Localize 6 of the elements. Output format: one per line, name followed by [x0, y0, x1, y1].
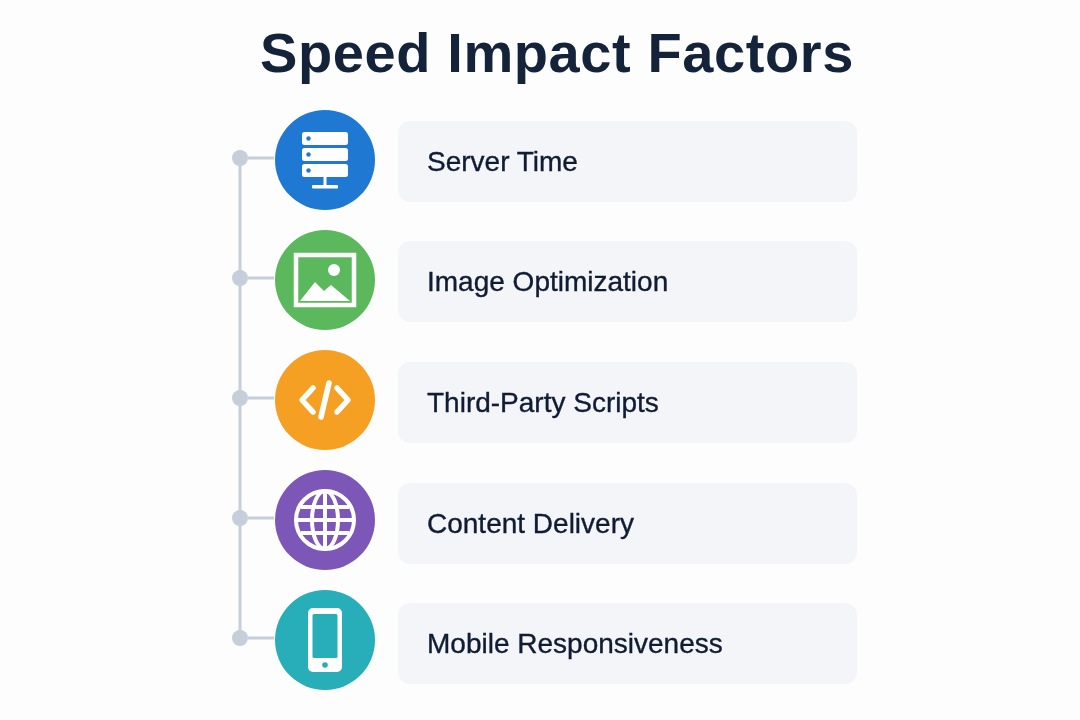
factor-label: Server Time — [427, 144, 578, 179]
factor-label: Third-Party Scripts — [427, 385, 659, 420]
factor-label: Content Delivery — [427, 506, 634, 541]
factor-label: Image Optimization — [427, 264, 669, 299]
factor-label: Mobile Responsiveness — [427, 626, 723, 661]
title: Speed Impact Factors — [260, 20, 854, 86]
